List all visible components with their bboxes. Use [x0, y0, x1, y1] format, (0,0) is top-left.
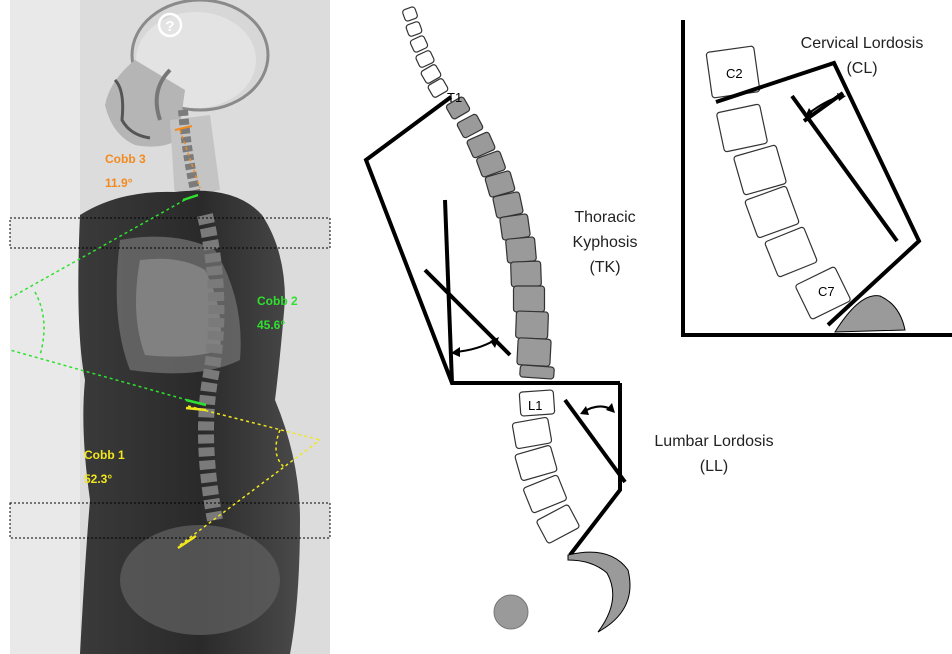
lumbar-label-line2: (LL) [700, 458, 728, 475]
cobb2-title: Cobb 2 [257, 294, 298, 308]
thoracic-vertebra [520, 365, 555, 379]
label-t1: T1 [447, 90, 462, 105]
cervical-inset-vertebra [744, 186, 799, 239]
thoracic-label-line2: Kyphosis [573, 234, 638, 251]
cervical-vertebrae [706, 46, 851, 320]
lumbar-label-line1: Lumbar Lordosis [654, 433, 773, 450]
thoracic-angle-arrow [455, 340, 495, 352]
cobb1-title: Cobb 1 [84, 448, 125, 462]
cervical-label-line2: (CL) [846, 60, 877, 77]
label-c2: C2 [726, 66, 743, 81]
cervical-label-line1: Cervical Lordosis [801, 35, 924, 52]
lumbar-vertebra [512, 417, 552, 449]
sacrum [568, 552, 630, 632]
cobb1-angle: 52.3° [84, 472, 112, 486]
thoracic-vertebra [506, 237, 537, 263]
cervical-vertebra [402, 6, 418, 22]
cervical-vertebra [405, 21, 422, 37]
femoral-head [494, 595, 528, 629]
xray-image: ? Cobb 3 11.9° Cobb 2 45.6° Cobb 1 52.3° [0, 0, 342, 654]
cervical-inset-vertebra [764, 227, 817, 278]
label-l1: L1 [528, 398, 542, 413]
thoracic-vertebra [500, 214, 531, 241]
thoracic-vertebra [511, 261, 542, 287]
thoracic-vertebra [516, 311, 549, 339]
thoracic-vertebra [517, 338, 551, 367]
thoracic-label-line3: (TK) [589, 259, 620, 276]
help-icon-glyph: ? [165, 18, 174, 35]
thoracic-label-line1: Thoracic [574, 209, 635, 226]
cobb2-angle: 45.6° [257, 318, 285, 332]
cervical-inset-vertebra [716, 104, 767, 152]
thoracic-vertebra [514, 286, 545, 312]
cobb3-title: Cobb 3 [105, 152, 146, 166]
cobb3-angle: 11.9° [105, 176, 133, 190]
label-c7: C7 [818, 284, 835, 299]
spine-diagram: T1 L1 C2 C7 Thoracic Kyphosis (TK) Lumba… [342, 0, 952, 654]
lumbar-vertebra [514, 445, 557, 481]
cervical-vertebra [409, 35, 428, 53]
